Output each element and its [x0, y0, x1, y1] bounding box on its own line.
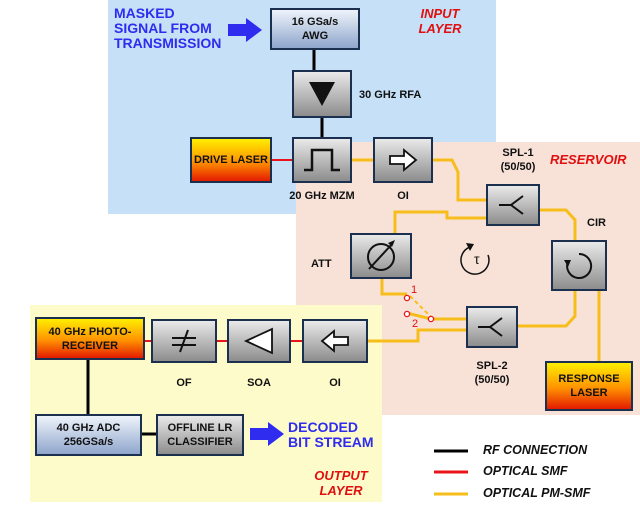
soa-label: SOA	[247, 377, 271, 389]
classifier-label: OFFLINE LR CLASSIFIER	[167, 422, 233, 448]
right-arrow-icon	[389, 148, 418, 172]
square-wave-icon	[304, 148, 340, 172]
legend-label-smf: OPTICAL SMF	[483, 464, 568, 478]
switch-port-2	[403, 310, 411, 318]
input-isolator-block	[373, 137, 433, 183]
pm-line-spl1-att	[393, 210, 486, 233]
photoreceiver-block: 40 GHz PHOTO- RECEIVER	[35, 317, 145, 360]
output-layer-title: OUTPUT LAYER	[314, 468, 368, 498]
amplifier-left-triangle-icon	[243, 327, 273, 355]
rfa-label: 30 GHz RFA	[359, 89, 422, 101]
reservoir-title: RESERVOIR	[550, 152, 627, 167]
attenuator-dial-icon	[367, 240, 395, 271]
switch-arm-1	[409, 295, 432, 318]
drive-laser-block: DRIVE LASER	[190, 137, 272, 183]
mzm-block	[292, 137, 352, 183]
mzm-label: 20 GHz MZM	[289, 190, 355, 202]
spl1-block	[486, 184, 540, 226]
spl1-label: SPL-1 (50/50)	[500, 147, 536, 173]
not-equal-icon	[172, 329, 196, 353]
switch-label-2: 2	[412, 318, 419, 330]
switch-port-1	[403, 294, 411, 302]
delay-tau-label: τ	[474, 251, 480, 267]
rfa-block	[292, 70, 352, 118]
splitter-icon	[499, 195, 524, 215]
response-laser-block: RESPONSE LASER	[545, 361, 633, 411]
output-isolator-block	[302, 319, 368, 363]
pm-line-oi-spl1	[433, 158, 486, 202]
attenuator-block	[350, 233, 412, 279]
drive-laser-label: DRIVE LASER	[194, 154, 268, 166]
legend-label-pm-smf: OPTICAL PM-SMF	[483, 486, 591, 500]
pm-line-att-switch	[380, 279, 407, 296]
input-signal-label: MASKED SIGNAL FROM TRANSMISSION	[114, 5, 222, 51]
spl2-block	[466, 306, 518, 348]
output-arrow	[250, 422, 284, 446]
legend-label-rf: RF CONNECTION	[483, 443, 588, 457]
circulator-icon	[564, 252, 593, 279]
pm-line-switch-2	[406, 311, 432, 321]
input-layer-title: INPUT LAYER	[418, 6, 462, 36]
optical-filter-block	[151, 319, 217, 363]
amplifier-triangle-icon	[309, 82, 335, 106]
switch-label-1: 1	[411, 284, 418, 296]
input-arrow	[228, 18, 262, 42]
cir-label: CIR	[587, 217, 606, 229]
circulator-block	[551, 240, 607, 291]
input-isolator-label: OI	[397, 190, 409, 202]
pm-line-spl2-cir	[518, 291, 577, 328]
pm-line-spl1-cir	[540, 208, 577, 240]
response-laser-label: RESPONSE LASER	[558, 373, 620, 399]
att-label: ATT	[311, 258, 332, 270]
pm-line-oi-spl2	[368, 328, 466, 343]
adc-label: 40 GHz ADC 256GSa/s	[56, 422, 121, 448]
soa-block	[227, 319, 291, 363]
output-isolator-label: OI	[329, 377, 341, 389]
output-stream-label: DECODED BIT STREAM	[288, 419, 374, 450]
awg-block: 16 GSa/s AWG	[270, 8, 360, 50]
awg-label: 16 GSa/s AWG	[291, 16, 339, 42]
optical-filter-label: OF	[176, 377, 192, 389]
adc-block: 40 GHz ADC 256GSa/s	[35, 414, 142, 456]
switch-common-port	[427, 315, 435, 323]
classifier-block: OFFLINE LR CLASSIFIER	[156, 414, 244, 456]
spl2-label: SPL-2 (50/50)	[474, 360, 510, 386]
left-arrow-icon	[320, 329, 349, 353]
splitter-icon	[478, 317, 503, 337]
photoreceiver-label: 40 GHz PHOTO- RECEIVER	[48, 325, 132, 352]
